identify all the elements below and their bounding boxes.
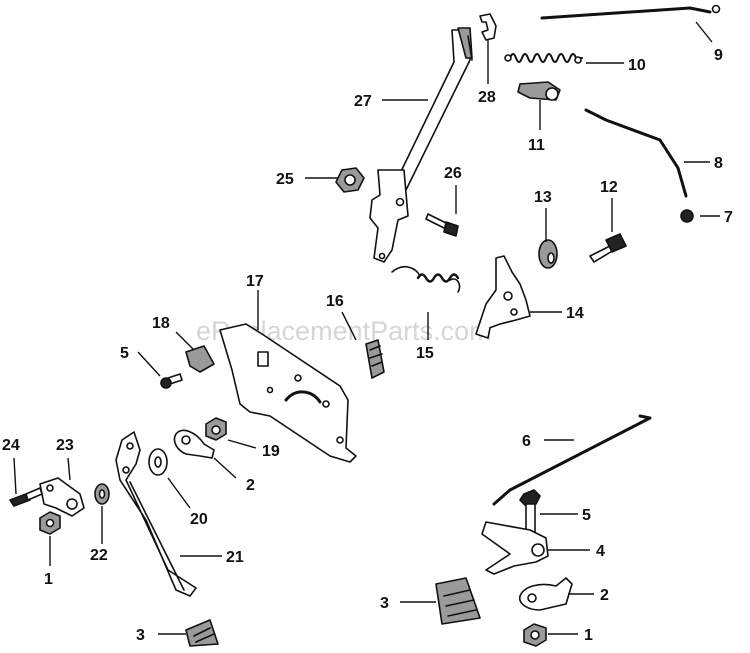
part-22-washer bbox=[94, 483, 110, 505]
callout-1-left: 1 bbox=[44, 571, 53, 588]
part-2-link-middle bbox=[173, 429, 215, 459]
part-5-screw-left bbox=[160, 373, 183, 389]
part-24-bolt bbox=[9, 487, 43, 507]
callout-22: 22 bbox=[90, 547, 108, 564]
part-2-link-right bbox=[518, 577, 573, 611]
callout-21: 21 bbox=[226, 549, 244, 566]
part-23-link bbox=[39, 477, 85, 517]
callout-19: 19 bbox=[262, 443, 280, 460]
callout-2-right: 2 bbox=[600, 587, 609, 604]
callout-16: 16 bbox=[326, 293, 344, 310]
callout-11: 11 bbox=[528, 137, 545, 154]
callout-26: 26 bbox=[444, 165, 462, 182]
part-1-nut-right bbox=[523, 623, 547, 647]
part-8-rod bbox=[584, 108, 688, 198]
part-13-washer bbox=[538, 239, 558, 269]
callout-18: 18 bbox=[152, 315, 170, 332]
callout-9: 9 bbox=[714, 47, 723, 64]
part-18-clamp bbox=[185, 345, 215, 373]
callout-12: 12 bbox=[600, 179, 618, 196]
callout-1-right: 1 bbox=[584, 627, 593, 644]
part-27-control-lever bbox=[369, 27, 473, 263]
callout-14: 14 bbox=[566, 305, 584, 322]
leader-lines bbox=[13, 21, 720, 635]
part-5-screw-right bbox=[519, 489, 541, 533]
callout-7: 7 bbox=[724, 209, 733, 226]
part-6-rod bbox=[492, 414, 652, 506]
part-20-washer bbox=[148, 448, 168, 476]
callout-2-middle: 2 bbox=[246, 477, 255, 494]
part-10-spring bbox=[504, 53, 583, 64]
part-7-nut bbox=[680, 209, 694, 223]
part-26-bolt bbox=[425, 213, 459, 237]
callout-25: 25 bbox=[276, 171, 294, 188]
part-17-plate bbox=[219, 323, 357, 463]
part-14-bracket bbox=[475, 255, 531, 339]
part-9-rod bbox=[540, 4, 721, 20]
part-3-knob-right bbox=[435, 577, 481, 625]
callout-28: 28 bbox=[478, 89, 496, 106]
part-15-spring bbox=[391, 265, 461, 293]
callout-labels: 27 28 9 10 11 8 7 12 13 25 26 15 14 16 1… bbox=[2, 47, 733, 644]
part-19-nut bbox=[205, 417, 227, 441]
callout-15: 15 bbox=[416, 345, 434, 362]
part-4-arm bbox=[481, 521, 549, 575]
callout-23: 23 bbox=[56, 437, 74, 454]
part-12-bolt bbox=[589, 233, 627, 263]
callout-4: 4 bbox=[596, 543, 605, 560]
callout-13: 13 bbox=[534, 189, 552, 206]
part-21-lever-arm bbox=[115, 431, 197, 597]
callout-8: 8 bbox=[714, 155, 723, 172]
callout-20: 20 bbox=[190, 511, 208, 528]
callout-3-left: 3 bbox=[136, 627, 145, 644]
callout-27: 27 bbox=[354, 93, 372, 110]
callout-6: 6 bbox=[522, 433, 531, 450]
part-16-clip bbox=[365, 339, 385, 379]
part-11-swivel bbox=[517, 81, 561, 101]
part-1-nut-left bbox=[39, 511, 61, 535]
part-28-clip bbox=[479, 13, 497, 41]
callout-3-right: 3 bbox=[380, 595, 389, 612]
part-25-nut bbox=[335, 167, 365, 193]
callout-5-right: 5 bbox=[582, 507, 591, 524]
callout-24: 24 bbox=[2, 437, 20, 454]
callout-5-left: 5 bbox=[120, 345, 129, 362]
part-3-knob-left bbox=[185, 619, 219, 647]
callout-17: 17 bbox=[246, 273, 264, 290]
callout-10: 10 bbox=[628, 57, 646, 74]
